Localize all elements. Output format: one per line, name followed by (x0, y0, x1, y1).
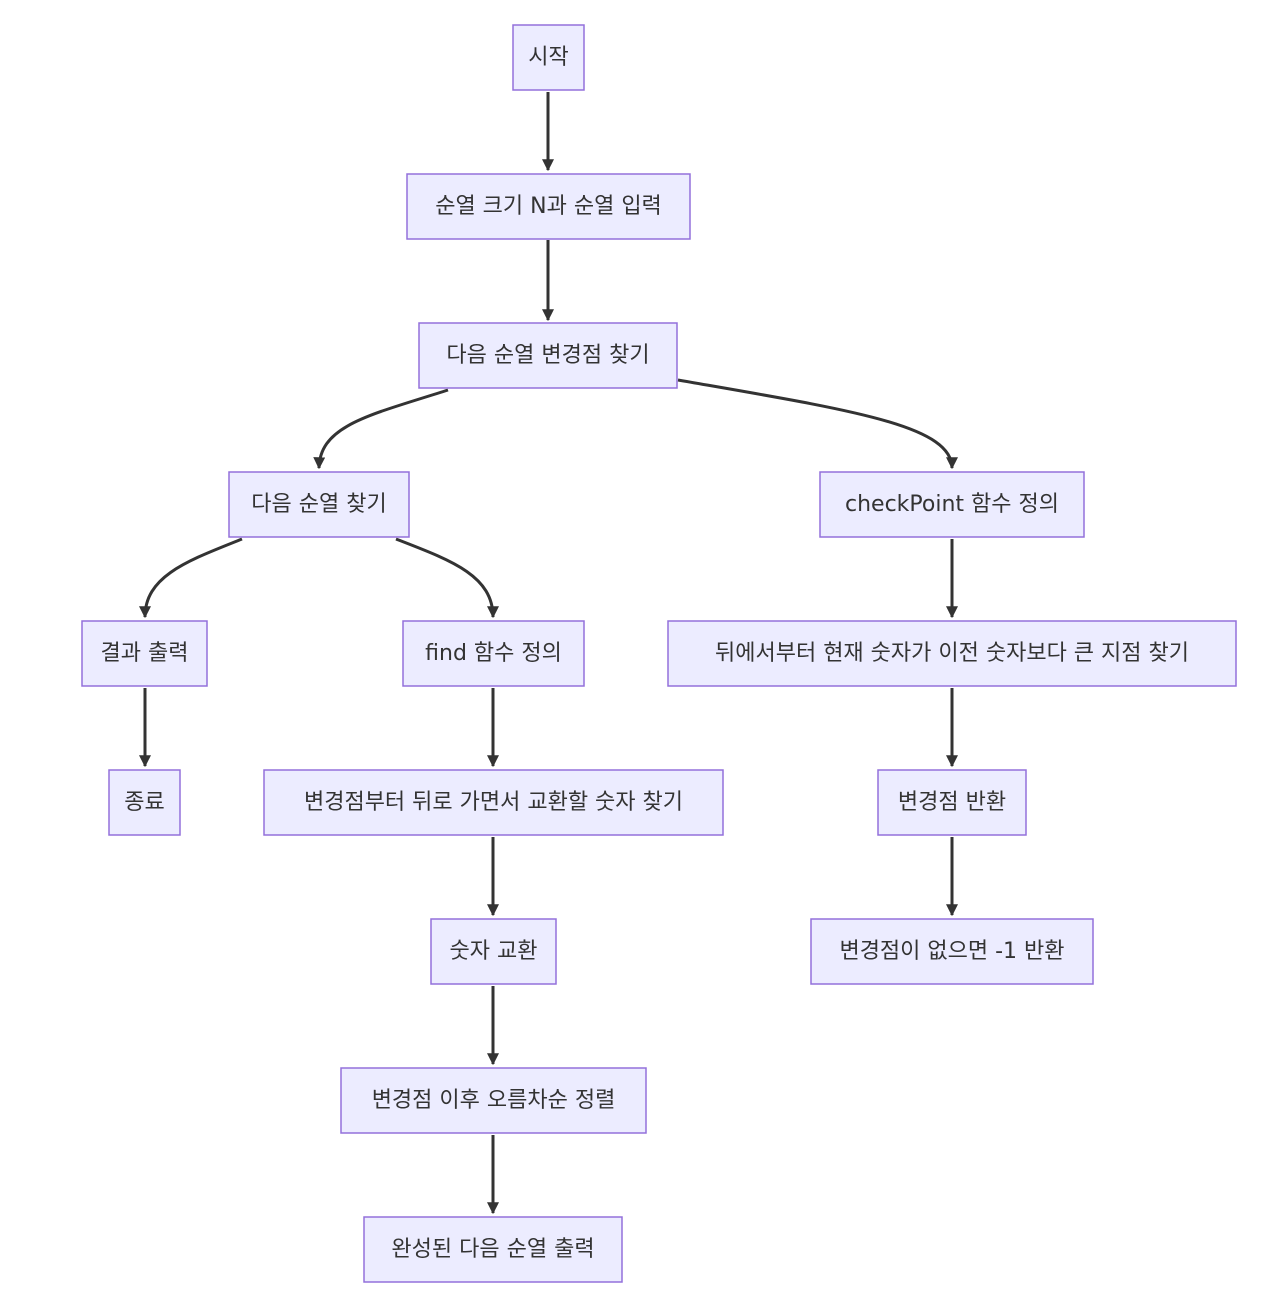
node-swap[interactable]: 숫자 교환 (430, 918, 557, 985)
node-find-swap-number-label: 변경점부터 뒤로 가면서 교환할 숫자 찾기 (304, 790, 683, 815)
node-return-point[interactable]: 변경점 반환 (877, 769, 1027, 836)
edge-find-next-perm-to-find-def (395, 537, 499, 619)
node-print-complete-label: 완성된 다음 순열 출력 (391, 1237, 594, 1262)
edge-find-change-point-to-find-next-perm (313, 388, 449, 470)
node-find-swap-number[interactable]: 변경점부터 뒤로 가면서 교환할 숫자 찾기 (263, 769, 724, 836)
node-swap-label: 숫자 교환 (450, 939, 538, 964)
node-return-minus-one-label: 변경점이 없으면 -1 반환 (839, 939, 1064, 964)
node-print-result[interactable]: 결과 출력 (81, 620, 208, 687)
node-start[interactable]: 시작 (512, 24, 585, 91)
node-print-complete[interactable]: 완성된 다음 순열 출력 (363, 1216, 623, 1283)
node-find-next-perm-label: 다음 순열 찾기 (251, 492, 386, 517)
node-start-label: 시작 (528, 45, 568, 70)
node-checkpoint-def-label: checkPoint 함수 정의 (845, 492, 1059, 517)
node-return-minus-one[interactable]: 변경점이 없으면 -1 반환 (810, 918, 1094, 985)
node-find-change-point-label: 다음 순열 변경점 찾기 (446, 343, 649, 368)
node-end-label: 종료 (124, 790, 164, 815)
edge-find-change-point-to-checkpoint-def (677, 378, 958, 470)
edge-find-next-perm-to-print-result (139, 537, 243, 619)
node-print-result-label: 결과 출력 (101, 641, 189, 666)
node-input-label: 순열 크기 N과 순열 입력 (435, 194, 662, 219)
node-scan-from-back[interactable]: 뒤에서부터 현재 숫자가 이전 숫자보다 큰 지점 찾기 (667, 620, 1237, 687)
node-checkpoint-def[interactable]: checkPoint 함수 정의 (819, 471, 1085, 538)
node-scan-from-back-label: 뒤에서부터 현재 숫자가 이전 숫자보다 큰 지점 찾기 (715, 641, 1189, 666)
node-end[interactable]: 종료 (108, 769, 181, 836)
node-find-def-label: find 함수 정의 (425, 641, 562, 666)
node-find-change-point[interactable]: 다음 순열 변경점 찾기 (418, 322, 678, 389)
node-sort-after[interactable]: 변경점 이후 오름차순 정렬 (340, 1067, 647, 1134)
node-input[interactable]: 순열 크기 N과 순열 입력 (406, 173, 691, 240)
node-find-def[interactable]: find 함수 정의 (402, 620, 585, 687)
node-find-next-perm[interactable]: 다음 순열 찾기 (228, 471, 410, 538)
edges (139, 92, 958, 1215)
node-return-point-label: 변경점 반환 (898, 790, 1006, 815)
node-sort-after-label: 변경점 이후 오름차순 정렬 (372, 1088, 616, 1113)
nodes: 시작 순열 크기 N과 순열 입력 다음 순열 변경점 찾기 다음 순열 찾기 … (81, 24, 1237, 1283)
